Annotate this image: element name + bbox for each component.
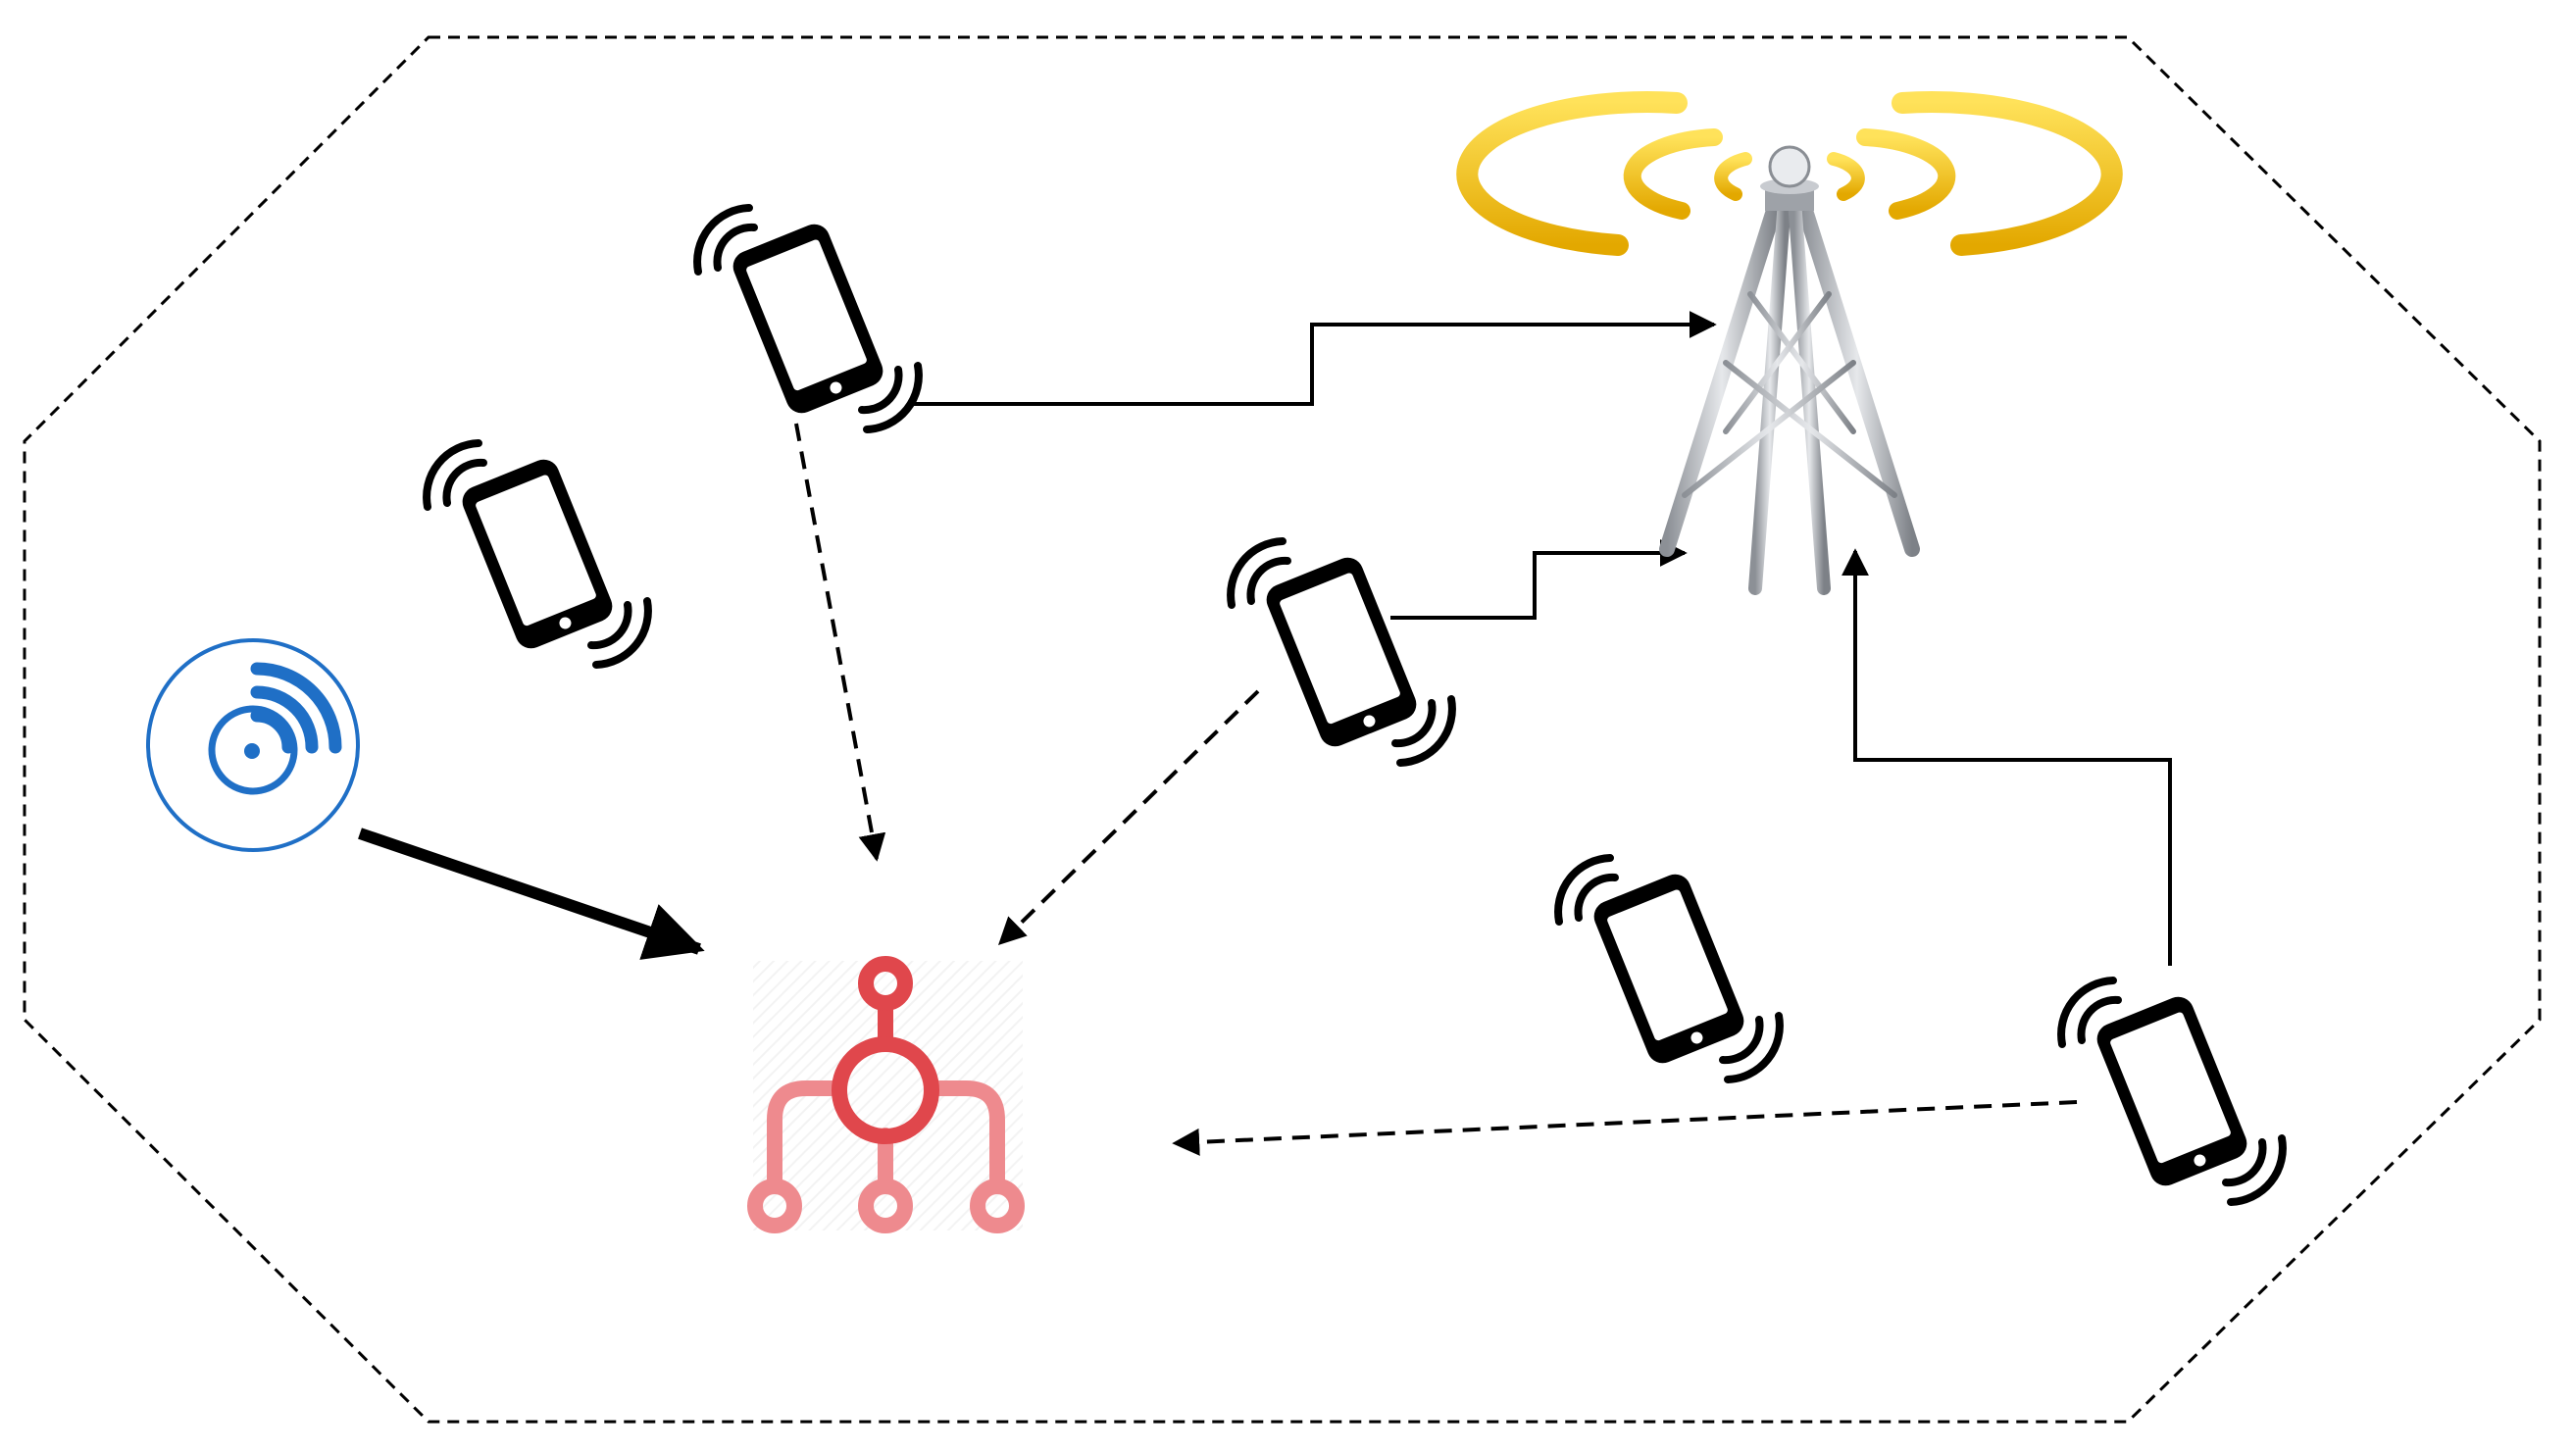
link-phone1-to-hub [794,423,886,862]
links [358,311,2172,1156]
smartphone-icon [427,443,648,665]
smartphone-icon [1231,541,1452,763]
network-hub-icon [747,956,1025,1233]
smartphone-icon [2061,980,2283,1202]
link-phone3-to-tower [1390,539,1688,620]
coverage-boundary [23,35,2542,1424]
link-phone3-to-hub [997,689,1260,945]
smartphone-icon [1558,858,1780,1079]
link-phone5-to-tower [1841,548,2172,966]
link-phone5-to-hub [1172,1100,2078,1156]
smartphone-icon [697,208,919,429]
cell-tower-icon [1456,91,2123,595]
link-sensor-to-hub [358,828,705,960]
wireless-sensor-icon [146,638,360,852]
link-phone1-to-tower [912,311,1717,406]
